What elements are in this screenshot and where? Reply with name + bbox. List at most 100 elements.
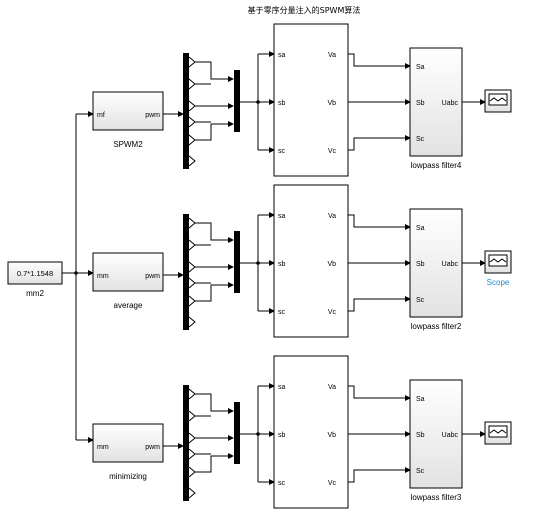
filter-in-port: Sc bbox=[416, 136, 425, 143]
signal-wire bbox=[195, 121, 234, 141]
inverter-in-port: sb bbox=[278, 261, 286, 268]
inverter-out-port: Vb bbox=[327, 261, 336, 268]
demux-port-chevron bbox=[188, 295, 196, 307]
signal-wire bbox=[195, 282, 234, 302]
inverter-in-port: sa bbox=[278, 384, 286, 391]
demux-port-chevron bbox=[188, 217, 196, 229]
signal-wire bbox=[348, 467, 411, 483]
lowpass-filter-name: lowpass filter4 bbox=[411, 161, 462, 170]
demux-port-chevron bbox=[188, 56, 196, 68]
scope-block[interactable] bbox=[484, 89, 512, 113]
demux-port-chevron bbox=[188, 78, 196, 90]
mux-bar[interactable] bbox=[234, 402, 240, 464]
filter-out-port: Uabc bbox=[442, 432, 459, 439]
inverter-in-port: sc bbox=[278, 480, 286, 487]
demux-port-chevron bbox=[188, 410, 196, 422]
filter-in-port: Sc bbox=[416, 468, 425, 475]
inverter-out-port: Va bbox=[328, 52, 336, 59]
inverter-block-body[interactable] bbox=[273, 355, 349, 509]
scope-screen-icon bbox=[488, 254, 508, 267]
mux-bar[interactable] bbox=[234, 231, 240, 293]
inverter-out-port: Va bbox=[328, 213, 336, 220]
scope-trace-icon bbox=[489, 97, 507, 102]
inverter-out-port: Vc bbox=[328, 148, 337, 155]
signal-wire bbox=[348, 135, 411, 151]
filter-in-port: Sa bbox=[416, 64, 425, 71]
signal-wire bbox=[195, 453, 234, 473]
filter-out-port: Uabc bbox=[442, 100, 459, 107]
filter-in-port: Sa bbox=[416, 225, 425, 232]
constant-name: mm2 bbox=[26, 289, 44, 298]
lowpass-filter-body[interactable] bbox=[409, 208, 463, 318]
pwm-block-body[interactable] bbox=[92, 91, 164, 131]
demux-bar[interactable] bbox=[183, 385, 189, 501]
pwm-in-port: mf bbox=[97, 112, 105, 119]
lowpass-filter-body[interactable] bbox=[409, 47, 463, 157]
scope-name: Scope bbox=[487, 278, 510, 287]
demux-bar[interactable] bbox=[183, 53, 189, 169]
demux-port-chevron bbox=[188, 448, 196, 460]
demux-port-chevron bbox=[188, 487, 196, 499]
scope-trace-icon bbox=[489, 258, 507, 263]
inverter-out-port: Va bbox=[328, 384, 336, 391]
inverter-in-port: sc bbox=[278, 309, 286, 316]
signal-wire bbox=[348, 214, 411, 230]
inverter-in-port: sc bbox=[278, 148, 286, 155]
demux-port-chevron bbox=[188, 100, 196, 112]
lowpass-filter-body[interactable] bbox=[409, 379, 463, 489]
demux-port-chevron bbox=[188, 466, 196, 478]
pwm-block[interactable]: mf pwm bbox=[92, 91, 164, 131]
demux-port-chevron bbox=[188, 388, 196, 400]
scope-block[interactable] bbox=[484, 421, 512, 445]
demux-bar[interactable] bbox=[183, 214, 189, 330]
inverter-out-port: Vc bbox=[328, 309, 337, 316]
mux-bar[interactable] bbox=[234, 70, 240, 132]
filter-in-port: Sb bbox=[416, 432, 425, 439]
signal-wire bbox=[348, 296, 411, 312]
scope-screen-icon bbox=[488, 425, 508, 438]
inverter-block-body[interactable] bbox=[273, 184, 349, 338]
scope-trace-icon bbox=[489, 429, 507, 434]
diagram-title: 基于零序分量注入的SPWM算法 bbox=[248, 5, 361, 15]
demux-port-chevron bbox=[188, 277, 196, 289]
inverter-in-port: sb bbox=[278, 432, 286, 439]
demux-port-chevron bbox=[188, 261, 196, 273]
demux-port-chevron bbox=[188, 432, 196, 444]
signal-wire bbox=[195, 222, 234, 243]
scope-screen-icon bbox=[488, 93, 508, 106]
inverter-out-port: Vb bbox=[327, 100, 336, 107]
inverter-block-body[interactable] bbox=[273, 23, 349, 177]
filter-out-port: Uabc bbox=[442, 261, 459, 268]
constant-fanout-wire bbox=[62, 111, 94, 443]
constant-block[interactable]: 0.7*1.1548 bbox=[7, 261, 63, 285]
demux-port-chevron bbox=[188, 116, 196, 128]
pwm-out-port: pwm bbox=[145, 112, 160, 119]
pwm-block-body[interactable] bbox=[92, 423, 164, 463]
signal-wire bbox=[195, 61, 234, 82]
filter-in-port: Sb bbox=[416, 100, 425, 107]
demux-port-chevron bbox=[188, 239, 196, 251]
scope-block[interactable] bbox=[484, 250, 512, 274]
inverter-in-port: sb bbox=[278, 100, 286, 107]
filter-in-port: Sb bbox=[416, 261, 425, 268]
signal-wire bbox=[195, 393, 234, 414]
filter-in-port: Sa bbox=[416, 396, 425, 403]
inverter-out-port: Vc bbox=[328, 480, 337, 487]
pwm-block-name: minimizing bbox=[109, 472, 147, 481]
signal-wire bbox=[348, 53, 411, 69]
demux-port-chevron bbox=[188, 316, 196, 328]
signal-wire bbox=[348, 385, 411, 401]
constant-value: 0.7*1.1548 bbox=[17, 269, 53, 278]
pwm-block-body[interactable] bbox=[92, 252, 164, 292]
demux-port-chevron bbox=[188, 134, 196, 146]
pwm-out-port: pwm bbox=[145, 444, 160, 451]
